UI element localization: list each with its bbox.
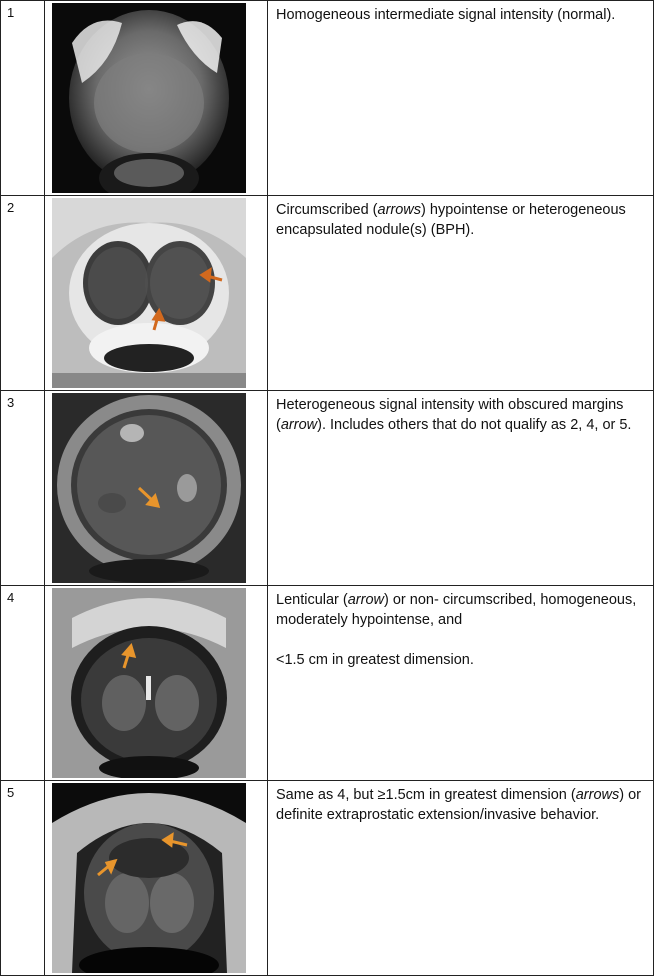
mri-image-large-lesion [52,783,246,973]
description-text-b: ) or definite extraprostatic extension/i… [276,787,641,823]
description-cell: Lenticular (arrow) or non- circumscribed… [267,585,654,781]
description-text-b: ) or non- circumscribed, homogeneous, mo… [276,592,637,628]
description-text-italic: arrows [377,202,422,218]
image-cell [44,585,268,781]
score-cell: 4 [0,585,45,781]
description-text-b: ) hypointense or heterogeneous encapsula… [276,202,626,238]
arrow-icon [151,267,223,331]
score-cell: 3 [0,390,45,586]
arrow-icon [137,486,161,508]
mri-image-normal [52,3,246,193]
table-row: 3 Heterogeneous signal intensity with ob… [0,390,654,586]
table-row: 1 Homogeneous intermedi [0,0,654,196]
description-cell: Same as 4, but ≥1.5cm in greatest dimens… [267,780,654,976]
description-text-italic: arrows [575,787,620,803]
description-text-italic: arrow [347,592,384,608]
mri-image-bph [52,198,246,388]
description-text: Homogeneous intermediate signal intensit… [276,7,616,23]
description-text-a: Heterogeneous signal intensity with obsc… [276,397,624,433]
description-text-a: Lenticular ( [276,592,348,608]
table-row: 5 Same as 4, but ≥1.5cm in grea [0,780,654,976]
description-cell: Circumscribed (arrows) hypointense or he… [267,195,654,391]
description-text-b: ). Includes others that do not qualify a… [317,417,632,433]
description-cell: Homogeneous intermediate signal intensit… [267,0,654,196]
arrow-icon [121,642,137,669]
score-cell: 1 [0,0,45,196]
description-text-a: Same as 4, but ≥1.5cm in greatest dimens… [276,787,576,803]
image-cell [44,390,268,586]
image-cell [44,780,268,976]
arrow-icon [97,832,188,877]
score-cell: 5 [0,780,45,976]
mri-image-lenticular [52,588,246,778]
mri-image-heterogeneous [52,393,246,583]
description-text-italic: arrow [280,417,318,433]
table-row: 2 Ci [0,195,654,391]
table-row: 4 Lenticular (arrow) or non- circumscrib… [0,585,654,781]
image-cell [44,0,268,196]
image-cell [44,195,268,391]
description-text-a: Circumscribed ( [276,202,378,218]
description-text-size: <1.5 cm in greatest dimension. [276,652,474,668]
description-cell: Heterogeneous signal intensity with obsc… [267,390,654,586]
score-cell: 2 [0,195,45,391]
